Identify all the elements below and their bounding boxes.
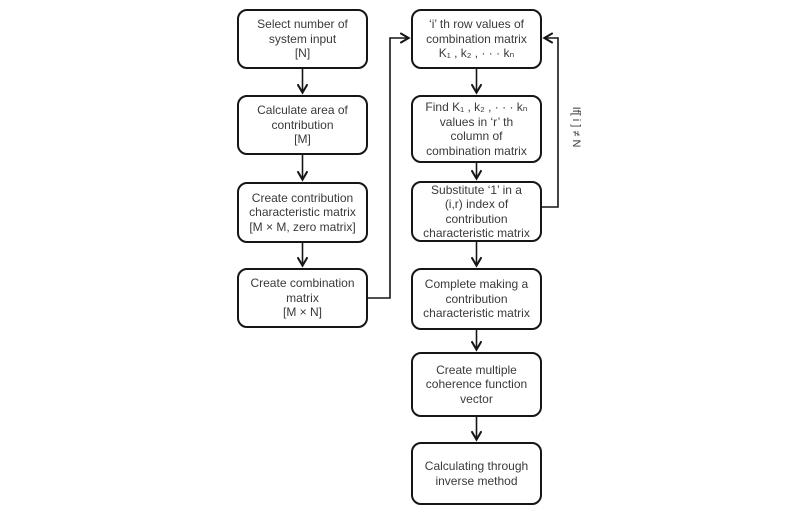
arrow-combmatrix-to-rowvalues [368, 32, 411, 299]
flow-node-inverse-method: Calculating through inverse method [411, 442, 542, 505]
flow-node-find-values-rth-column: Find K₁ , k₂ , · · · kₙ values in ‘r’ th… [411, 95, 542, 163]
flow-node-label: Find K₁ , k₂ , · · · kₙ values in ‘r’ th… [425, 100, 528, 158]
flow-node-label: Complete making a contribution character… [423, 277, 530, 321]
flow-node-label: Create combination matrix [M × N] [250, 276, 355, 320]
arrow-loop-substitute-to-rowvalues [542, 32, 559, 208]
flow-node-create-combination-matrix: Create combination matrix [M × N] [237, 268, 368, 328]
flow-node-label: Create contribution characteristic matri… [249, 190, 356, 234]
flow-node-substitute-one: Substitute ‘1’ in a (i,r) index of contr… [411, 181, 542, 242]
flow-node-label: Calculating through inverse method [424, 459, 529, 488]
flow-node-label: Substitute ‘1’ in a (i,r) index of contr… [423, 182, 530, 241]
flow-node-label: Calculate area of contribution [M] [257, 103, 348, 147]
flow-node-label: Select number of system input [N] [257, 17, 348, 61]
flow-node-calculate-area: Calculate area of contribution [M] [237, 95, 368, 155]
loop-condition-label: If[ i ] ≠ N [570, 106, 582, 148]
flow-node-label: ‘i’ th row values of combination matrix … [426, 17, 527, 61]
flow-node-coherence-function-vector: Create multiple coherence function vecto… [411, 352, 542, 417]
flow-node-select-system-input: Select number of system input [N] [237, 9, 368, 69]
flow-node-label: Create multiple coherence function vecto… [425, 362, 528, 406]
flow-node-complete-matrix: Complete making a contribution character… [411, 268, 542, 330]
flow-node-ith-row-values: ‘i’ th row values of combination matrix … [411, 9, 542, 69]
flow-node-create-characteristic-matrix: Create contribution characteristic matri… [237, 182, 368, 243]
